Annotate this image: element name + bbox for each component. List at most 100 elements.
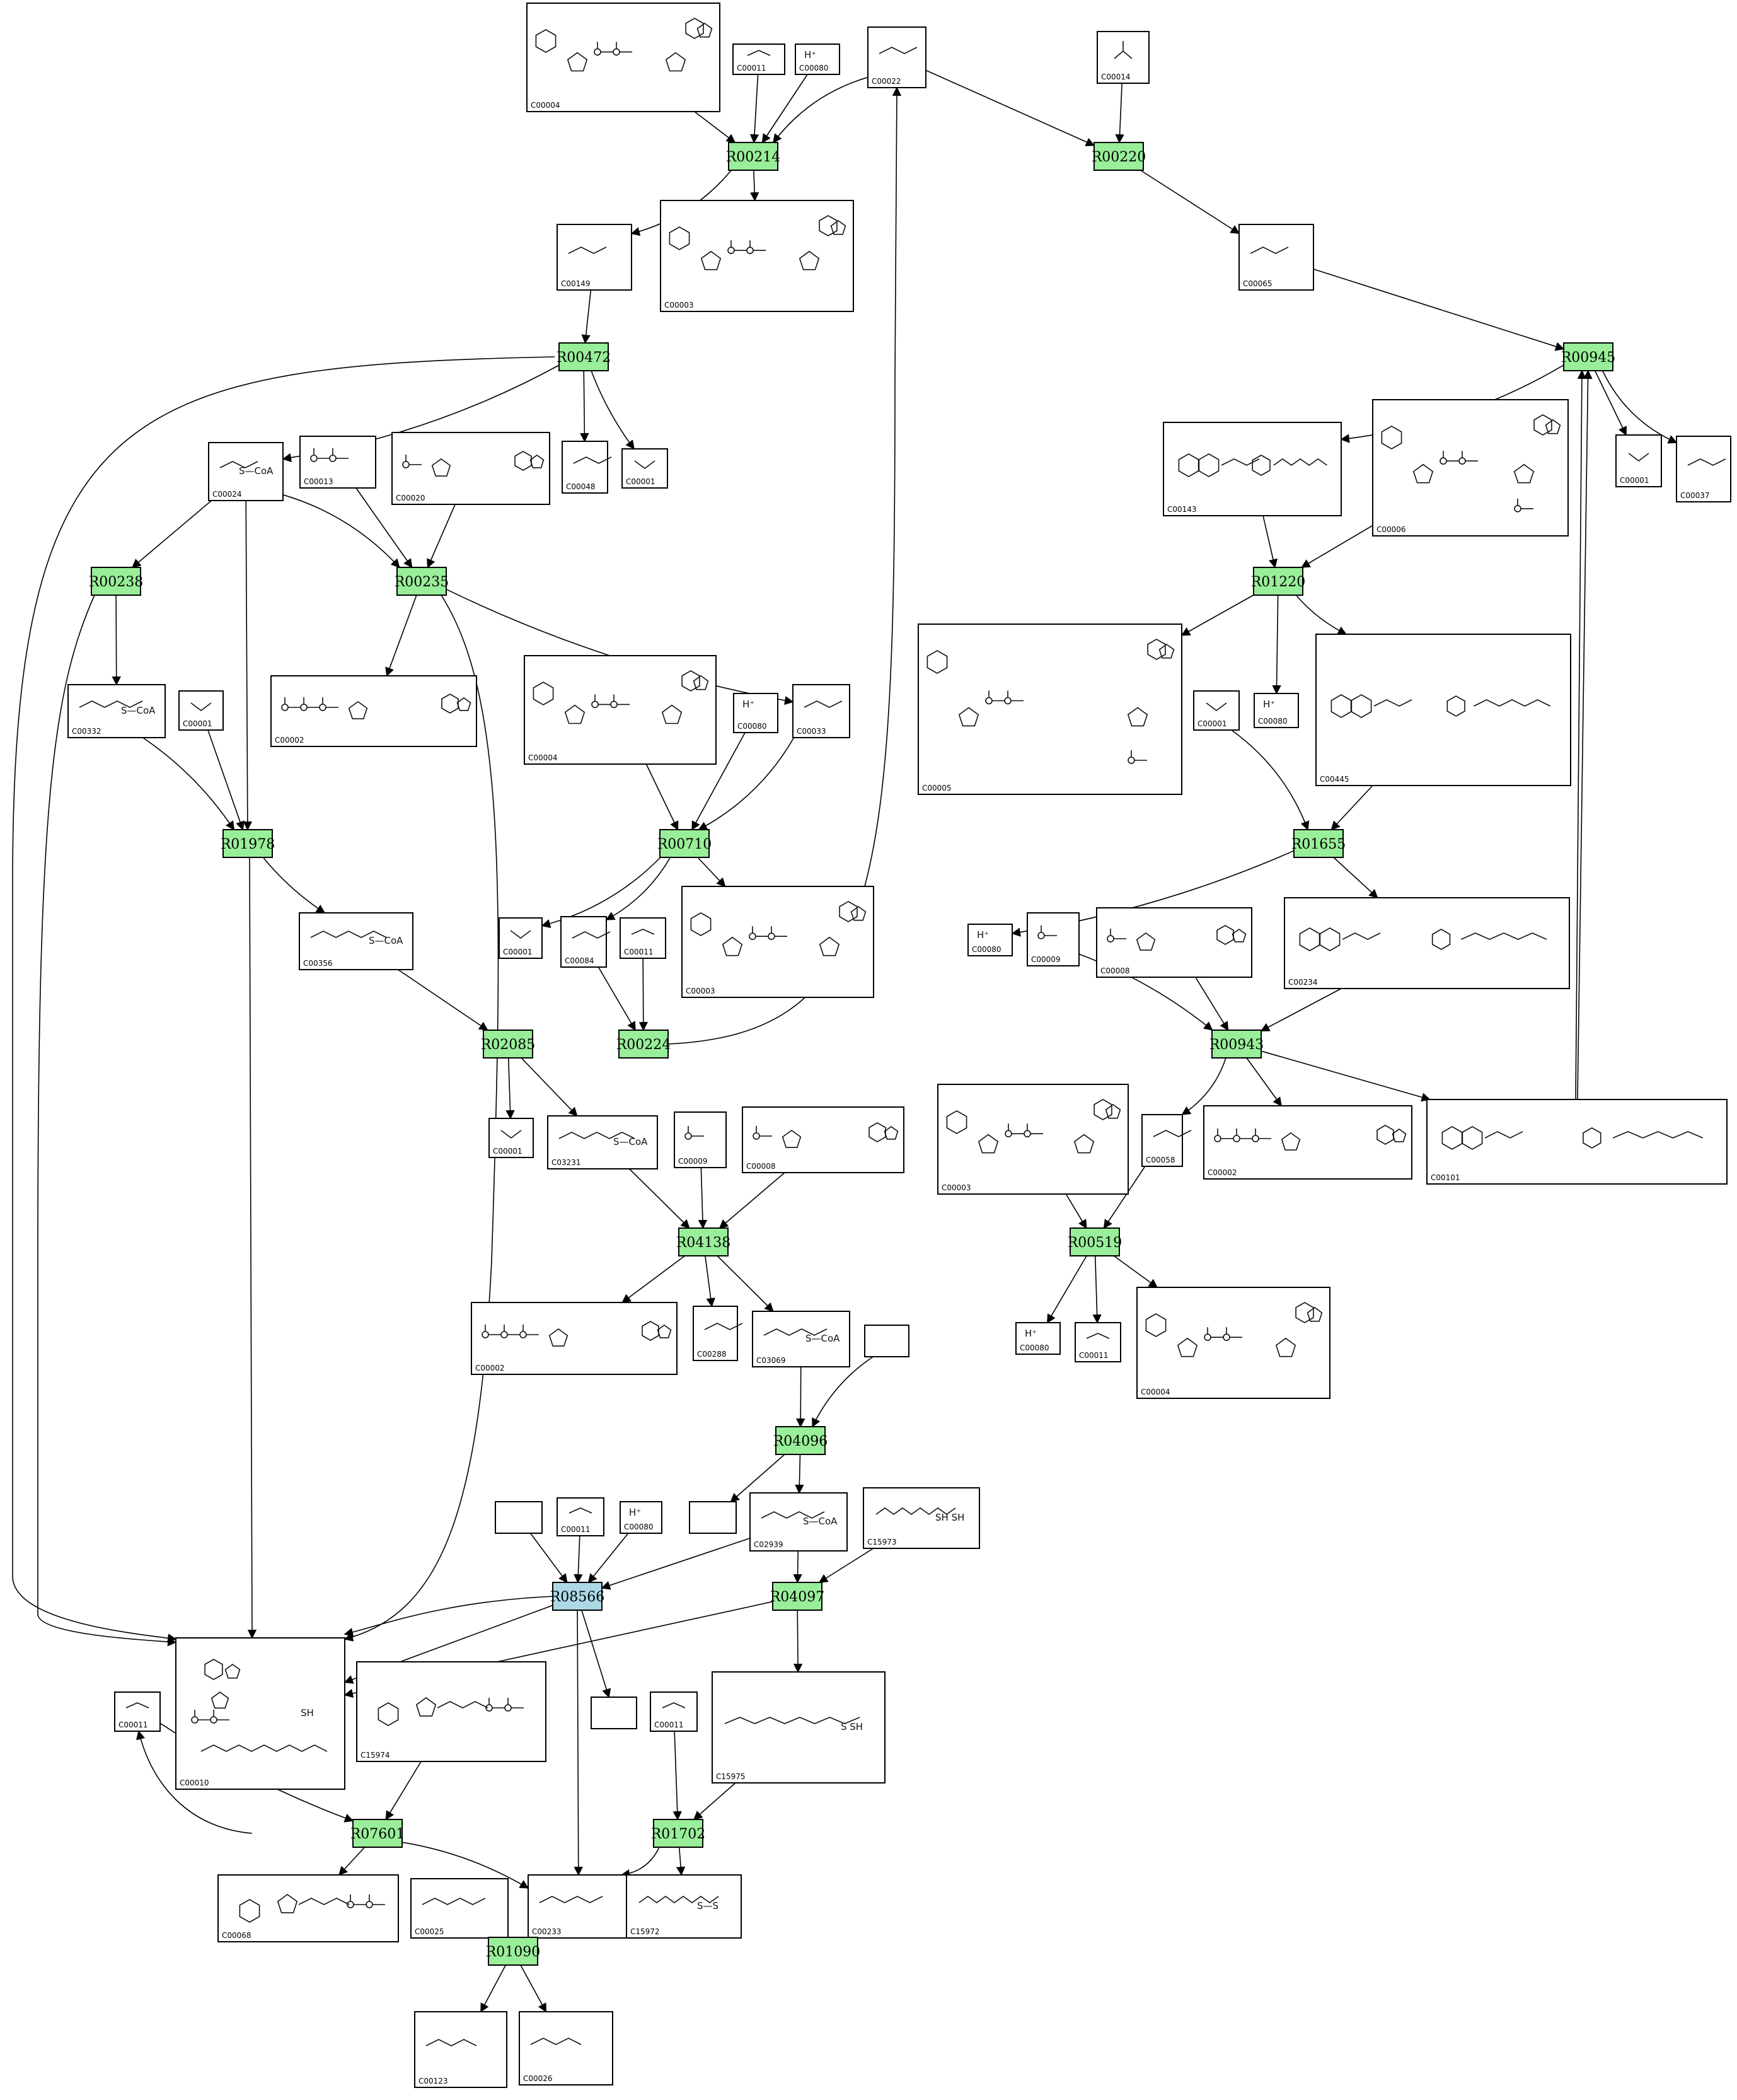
compound-node[interactable]: C00022	[867, 26, 926, 88]
reaction-node-r01655[interactable]: R01655	[1291, 829, 1346, 858]
ring-glyph	[850, 906, 867, 921]
compound-node[interactable]: C00065	[1238, 224, 1314, 291]
compound-node[interactable]: C00025	[410, 1878, 509, 1939]
compound-node[interactable]: C00008	[1096, 907, 1252, 978]
reaction-box	[728, 142, 778, 171]
reaction-node-r07601[interactable]: R07601	[350, 1819, 405, 1848]
compound-node[interactable]: C00011	[557, 1497, 604, 1536]
ring-glyph	[1545, 419, 1561, 434]
reaction-node-r01702[interactable]: R01702	[651, 1819, 706, 1848]
compound-node[interactable]	[689, 1501, 737, 1534]
compound-node[interactable]: C00101	[1426, 1099, 1728, 1185]
compound-node[interactable]	[864, 1325, 909, 1357]
compound-node[interactable]: C00026	[519, 2011, 613, 2085]
compound-node[interactable]: C00004	[524, 655, 717, 765]
compound-node[interactable]: C00011	[732, 44, 785, 75]
reaction-node-r08566[interactable]: R08566	[550, 1582, 605, 1611]
compound-node[interactable]: H⁺C00080	[733, 693, 778, 733]
reaction-node-r00214[interactable]: R00214	[726, 142, 781, 171]
compound-node[interactable]: C00001	[488, 1118, 534, 1158]
reaction-node-r02085[interactable]: R02085	[481, 1030, 536, 1059]
compound-node[interactable]: C00014	[1097, 31, 1150, 84]
compound-node[interactable]: C00149	[557, 224, 632, 291]
compound-formula-text: H⁺	[804, 49, 816, 61]
compound-node[interactable]: C00011	[620, 917, 666, 959]
compound-node[interactable]: C00011	[650, 1691, 698, 1732]
compound-node[interactable]: C00233	[528, 1874, 630, 1939]
compound-node[interactable]: H⁺C00080	[1254, 693, 1299, 728]
compound-node[interactable]: C00004	[526, 3, 720, 112]
reaction-node-r00472[interactable]: R00472	[557, 342, 611, 371]
compound-node[interactable]: C00009	[674, 1111, 727, 1168]
compound-node[interactable]: C00033	[792, 684, 850, 738]
compound-node[interactable]: C00003	[681, 886, 874, 998]
reaction-node-r00519[interactable]: R00519	[1068, 1227, 1122, 1256]
compound-node[interactable]: C00002	[270, 675, 477, 747]
compound-node[interactable]: C00009	[1027, 912, 1080, 966]
compound-node[interactable]: H⁺C00080	[795, 44, 840, 75]
reaction-node-r01090[interactable]: R01090	[486, 1937, 541, 1966]
reaction-node-r04138[interactable]: R04138	[676, 1227, 731, 1256]
reaction-node-r00943[interactable]: R00943	[1209, 1030, 1264, 1059]
compound-node[interactable]: C00288	[693, 1306, 743, 1361]
compound-node[interactable]: C00004	[1136, 1287, 1330, 1399]
compound-node[interactable]: C00001	[1615, 434, 1662, 487]
reaction-node-r00224[interactable]: R00224	[616, 1030, 671, 1059]
compound-node[interactable]: C15974	[356, 1661, 546, 1762]
compound-node[interactable]: C00001	[621, 448, 668, 489]
compound-box	[1426, 1099, 1728, 1185]
compound-node[interactable]: C00001	[1193, 690, 1240, 731]
compound-node[interactable]: H⁺C00080	[1015, 1322, 1061, 1355]
reaction-node-r04097[interactable]: R04097	[770, 1582, 825, 1611]
reaction-node-r01220[interactable]: R01220	[1251, 567, 1306, 596]
reaction-node-r00235[interactable]: R00235	[395, 567, 449, 596]
compound-node[interactable]: C00003	[660, 200, 854, 312]
compound-node[interactable]: C00445	[1315, 634, 1571, 786]
ring-glyph	[1105, 1104, 1121, 1119]
reaction-node-r00238[interactable]: R00238	[89, 567, 144, 596]
reaction-node-r04096[interactable]: R04096	[773, 1426, 828, 1455]
compound-node[interactable]: C00084	[560, 916, 611, 968]
compound-node[interactable]: H⁺C00080	[967, 924, 1013, 956]
reaction-node-r00710[interactable]: R00710	[657, 829, 712, 858]
compound-node[interactable]: C00002	[1203, 1105, 1412, 1180]
compound-node[interactable]	[591, 1697, 637, 1729]
compound-node[interactable]: C00001	[178, 690, 224, 731]
compound-node[interactable]: C00048	[562, 441, 612, 494]
reaction-node-r00220[interactable]: R00220	[1092, 142, 1146, 171]
compound-node[interactable]: C00003	[937, 1084, 1129, 1195]
reaction-node-r01978[interactable]: R01978	[221, 829, 275, 858]
reaction-edge	[343, 595, 499, 1642]
compound-node[interactable]: C00002	[471, 1302, 678, 1375]
compound-formula-text: S—CoA	[613, 1136, 648, 1147]
compound-node[interactable]: C00006	[1372, 399, 1569, 537]
compound-node[interactable]: C00008	[742, 1106, 904, 1173]
compound-node[interactable]: C00001	[499, 917, 543, 959]
compound-node[interactable]: C00005	[918, 624, 1182, 795]
compound-node[interactable]: C00058	[1141, 1114, 1192, 1167]
compound-node[interactable]: C00037	[1676, 436, 1731, 502]
compound-node[interactable]: C00013	[299, 436, 376, 489]
compound-node[interactable]	[495, 1501, 543, 1534]
compound-box	[620, 917, 666, 959]
reaction-node-r00945[interactable]: R00945	[1561, 342, 1616, 371]
compound-node[interactable]: C00011	[1075, 1322, 1121, 1362]
compound-node[interactable]: C00123	[414, 2011, 507, 2088]
compound-node[interactable]: C00020	[391, 432, 550, 505]
compound-node[interactable]: C00068	[217, 1874, 399, 1942]
compound-node[interactable]: H⁺C00080	[620, 1501, 662, 1534]
compound-id-label: C00001	[1197, 719, 1227, 728]
compound-node[interactable]: C00143	[1163, 422, 1342, 516]
compound-node[interactable]: C00234	[1284, 897, 1570, 989]
compound-node[interactable]: C00011	[114, 1691, 161, 1732]
